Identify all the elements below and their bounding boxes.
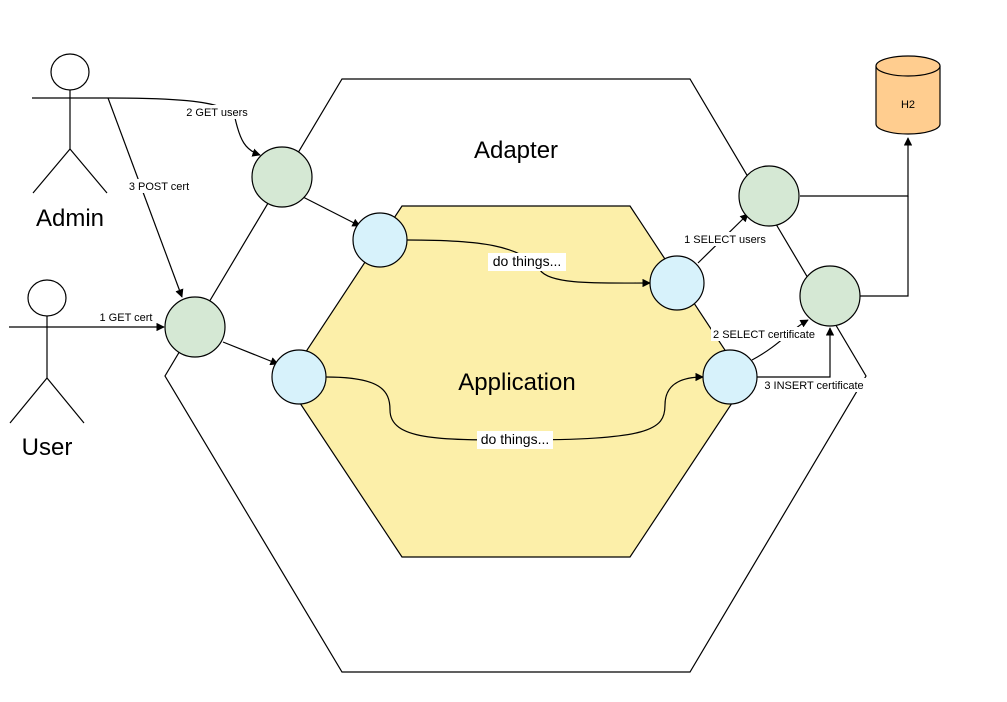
port-node-top-in (352, 212, 408, 268)
label-do-things-bottom: do things... (481, 431, 550, 447)
label-get-cert: 1 GET cert (100, 312, 153, 324)
edge-insert-certificate (757, 327, 835, 378)
edge-admin-post-cert (107, 97, 184, 298)
user-label: User (22, 434, 73, 461)
label-select-users: 1 SELECT users (684, 234, 766, 246)
edge-adapter-to-port-top (302, 196, 361, 227)
label-post-cert: 3 POST cert (129, 181, 189, 193)
user-actor (9, 279, 85, 424)
edge-adapter-to-h2-bottom (860, 196, 909, 297)
h2-label: H2 (901, 99, 915, 111)
label-get-users: 2 GET users (186, 107, 248, 119)
port-node-bottom-in (271, 349, 327, 405)
adapter-node-get-cert (164, 296, 226, 358)
port-node-bottom-out (702, 349, 758, 405)
admin-label: Admin (36, 205, 104, 232)
admin-actor (32, 53, 108, 194)
edge-adapter-to-port-bottom (222, 341, 279, 366)
label-insert-certificate: 3 INSERT certificate (764, 380, 863, 392)
edge-adapter-to-h2-top (800, 137, 913, 197)
adapter-label: Adapter (474, 137, 558, 164)
label-select-certificate: 2 SELECT certificate (713, 329, 815, 341)
h2-database: H2 (875, 55, 941, 135)
application-label: Application (458, 369, 575, 396)
port-node-top-out (649, 255, 705, 311)
label-do-things-top: do things... (493, 253, 562, 269)
adapter-node-users-repo (738, 165, 800, 227)
adapter-node-get-users (251, 146, 313, 208)
adapter-node-cert-repo (799, 265, 861, 327)
